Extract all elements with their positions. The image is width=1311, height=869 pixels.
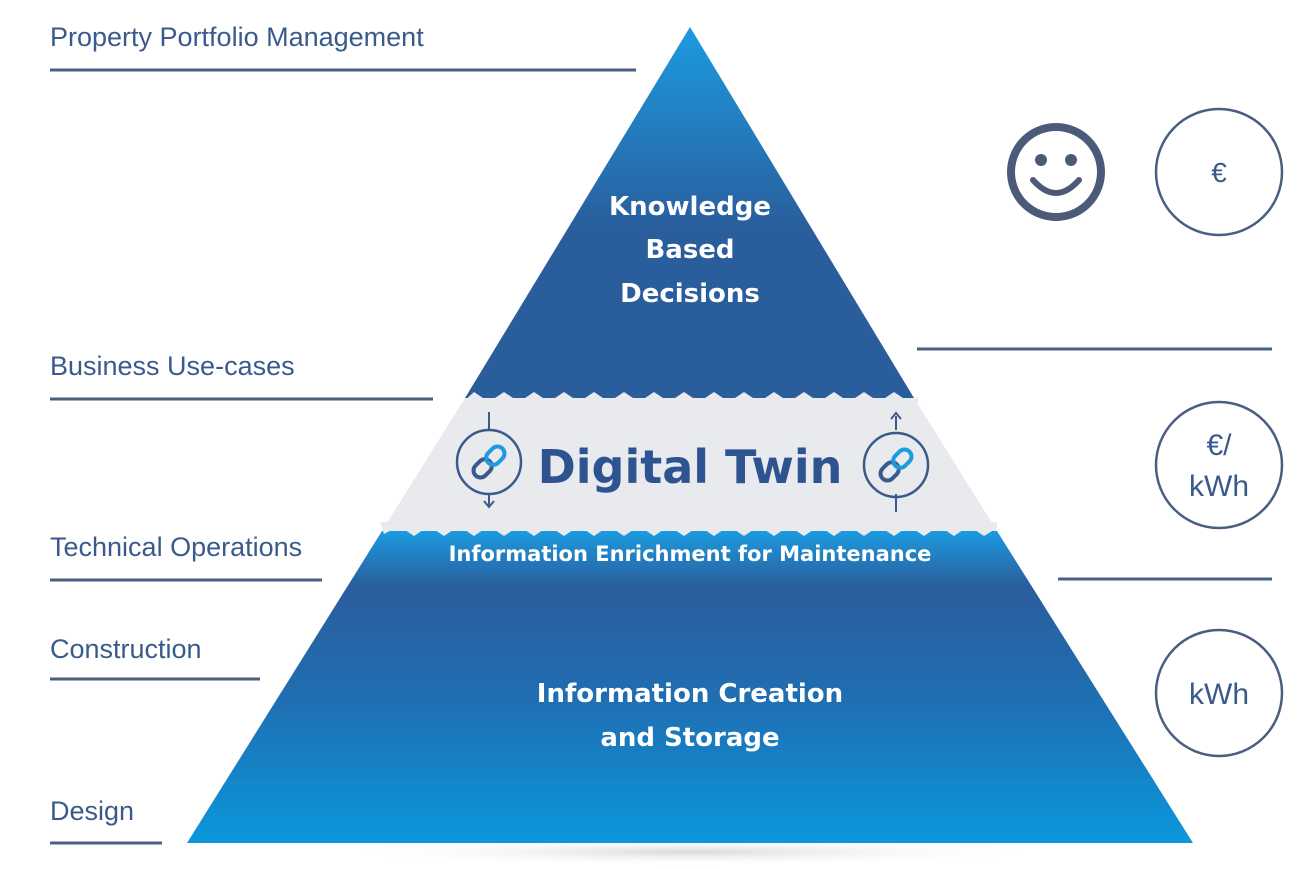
pyramid-shadow bbox=[330, 838, 1050, 866]
top-text-line1: Knowledge bbox=[609, 192, 771, 222]
pyramid-top-section bbox=[465, 27, 914, 398]
digital-twin-title: Digital Twin bbox=[538, 440, 843, 494]
top-text-line3: Decisions bbox=[620, 279, 760, 309]
band-top-wave bbox=[461, 392, 918, 408]
level-label-property-portfolio: Property Portfolio Management bbox=[50, 22, 424, 52]
band-bottom-wave bbox=[380, 522, 997, 536]
euro-badge: € bbox=[1154, 107, 1284, 237]
pyramid-bottom-section bbox=[187, 531, 1193, 843]
level-label-construction: Construction bbox=[50, 634, 202, 664]
smiley-icon bbox=[1007, 123, 1105, 221]
euro-per-kwh-line2: kWh bbox=[1189, 470, 1249, 503]
link-up-icon bbox=[862, 411, 930, 512]
level-label-design: Design bbox=[50, 796, 135, 826]
euro-text: € bbox=[1211, 157, 1227, 188]
top-text-line2: Based bbox=[645, 235, 734, 265]
level-label-business-use-cases: Business Use-cases bbox=[50, 351, 295, 381]
kwh-text: kWh bbox=[1189, 678, 1249, 711]
euro-per-kwh-line1: €/ bbox=[1206, 429, 1232, 462]
link-down-icon bbox=[455, 412, 523, 509]
kwh-badge: kWh bbox=[1154, 628, 1284, 758]
level-label-technical-operations: Technical Operations bbox=[50, 532, 303, 562]
bottom-text-line1: Information Creation bbox=[537, 679, 843, 709]
digital-twin-band bbox=[382, 398, 997, 531]
enrichment-text: Information Enrichment for Maintenance bbox=[449, 542, 932, 566]
euro-per-kwh-badge: €/ kWh bbox=[1154, 400, 1284, 530]
bottom-text-line2: and Storage bbox=[600, 723, 779, 753]
